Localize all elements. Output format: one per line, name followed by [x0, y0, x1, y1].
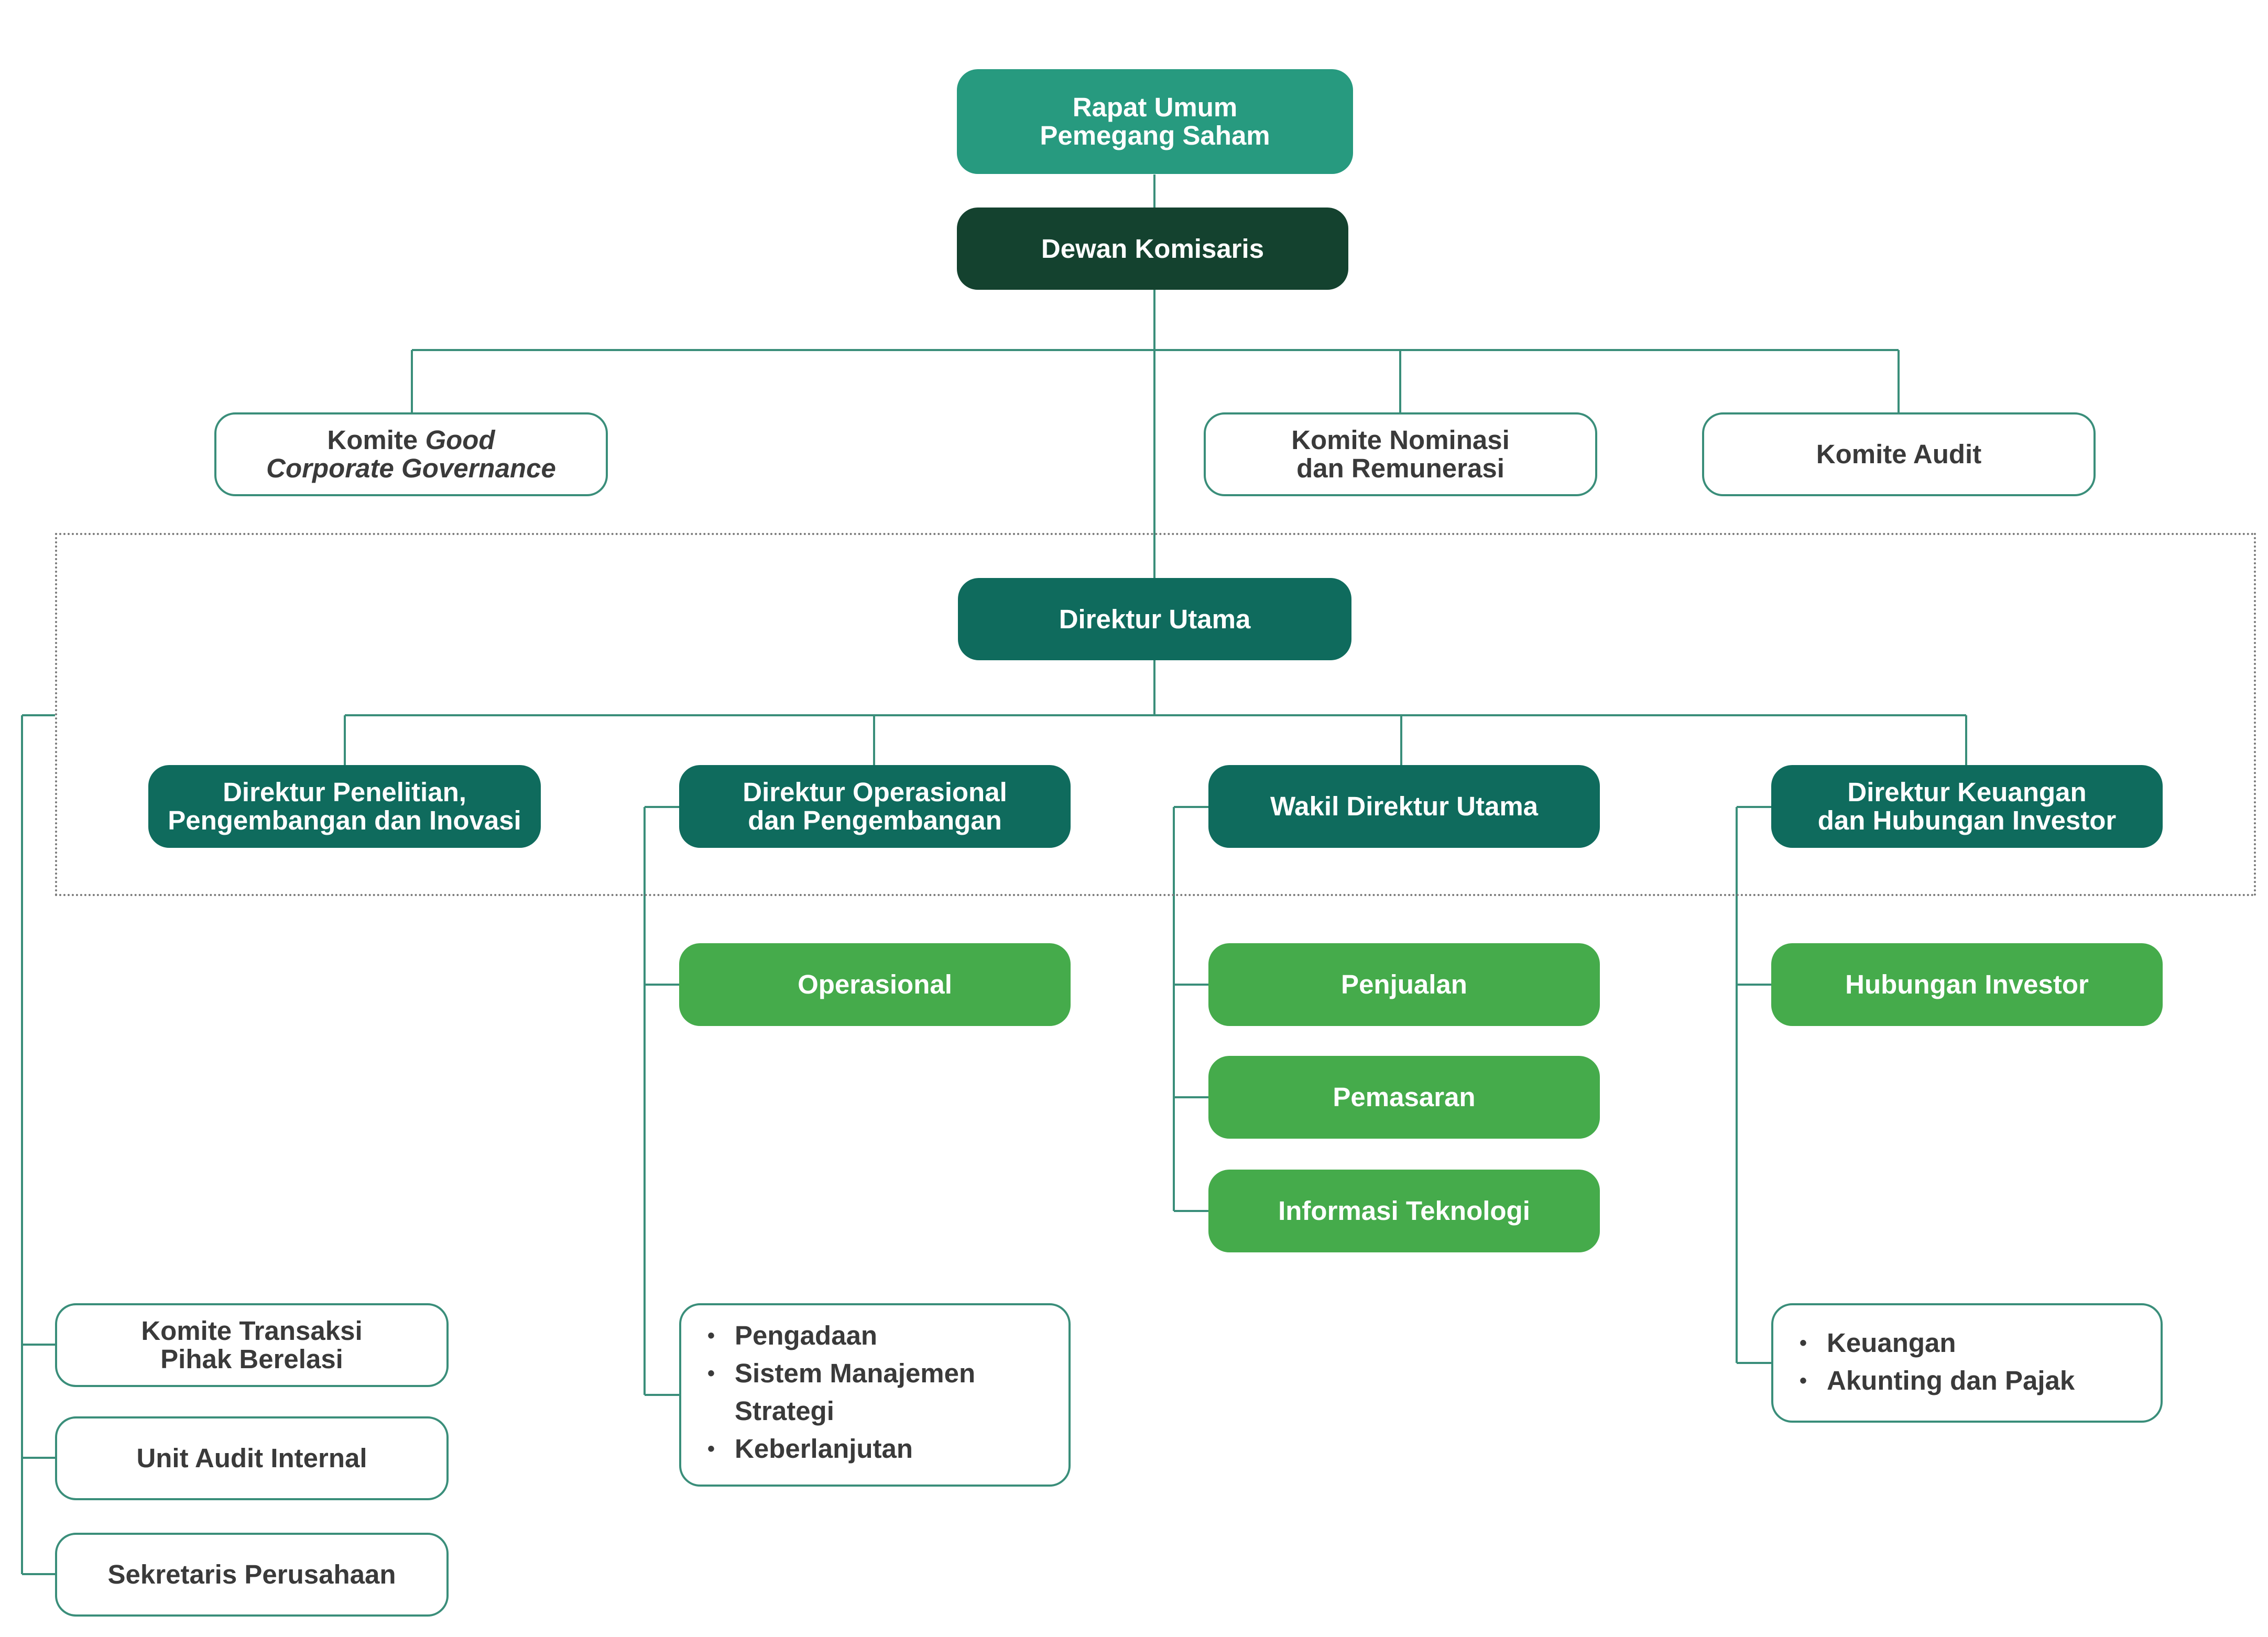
- direktur-utama-box: Direktur Utama: [958, 578, 1351, 660]
- hubungan-investor-label: Hubungan Investor: [1845, 969, 2089, 1000]
- komite-nominasi-box: Komite Nominasi dan Remunerasi: [1204, 412, 1597, 496]
- list-item: Keuangan: [1794, 1324, 2161, 1362]
- pemasaran-box: Pemasaran: [1208, 1056, 1600, 1139]
- direktur-penelitian-line-2: Pengembangan dan Inovasi: [168, 805, 521, 835]
- direktur-keuangan-line-2: dan Hubungan Investor: [1817, 805, 2117, 835]
- operasional-box: Operasional: [679, 943, 1071, 1026]
- direktur-keuangan-line-1: Direktur Keuangan: [1847, 777, 2087, 807]
- direktur-operasional-box: Direktur Operasional dan Pengembangan: [679, 765, 1071, 848]
- komite-transaksi-line-1: Komite Transaksi: [141, 1316, 363, 1346]
- komite-nominasi-line-1: Komite Nominasi: [1291, 425, 1510, 455]
- dewan-komisaris-box: Dewan Komisaris: [957, 208, 1348, 290]
- komite-gcg-italic-1: Good: [425, 425, 495, 455]
- wakil-direktur-utama-label: Wakil Direktur Utama: [1270, 791, 1539, 822]
- komite-audit-box: Komite Audit: [1702, 412, 2096, 496]
- operasional-units-box: Pengadaan Sistem Manajemen Strategi Kebe…: [679, 1303, 1071, 1487]
- list-item: Akunting dan Pajak: [1794, 1362, 2161, 1400]
- keuangan-units-list: Keuangan Akunting dan Pajak: [1794, 1324, 2161, 1400]
- operasional-units-list: Pengadaan Sistem Manajemen Strategi Kebe…: [702, 1317, 1068, 1468]
- sekretaris-perusahaan-label: Sekretaris Perusahaan: [107, 1559, 396, 1590]
- direktur-operasional-line-1: Direktur Operasional: [743, 777, 1007, 807]
- komite-gcg-prefix: Komite: [327, 425, 426, 455]
- komite-transaksi-box: Komite Transaksi Pihak Berelasi: [55, 1303, 449, 1387]
- informasi-teknologi-box: Informasi Teknologi: [1208, 1170, 1600, 1252]
- rups-line-1: Rapat Umum: [1072, 92, 1238, 123]
- sekretaris-perusahaan-box: Sekretaris Perusahaan: [55, 1533, 449, 1617]
- direktur-keuangan-box: Direktur Keuangan dan Hubungan Investor: [1771, 765, 2163, 848]
- komite-transaksi-line-2: Pihak Berelasi: [160, 1344, 343, 1374]
- rups-box: Rapat Umum Pemegang Saham: [957, 69, 1353, 174]
- unit-audit-internal-box: Unit Audit Internal: [55, 1416, 449, 1500]
- komite-gcg-line-1: Komite Good: [327, 426, 495, 454]
- informasi-teknologi-label: Informasi Teknologi: [1278, 1196, 1530, 1226]
- direktur-utama-label: Direktur Utama: [1059, 604, 1251, 634]
- direktur-penelitian-box: Direktur Penelitian, Pengembangan dan In…: [148, 765, 541, 848]
- hubungan-investor-box: Hubungan Investor: [1771, 943, 2163, 1026]
- list-item: Sistem Manajemen: [702, 1355, 1068, 1392]
- dewan-komisaris-label: Dewan Komisaris: [1041, 233, 1264, 264]
- penjualan-label: Penjualan: [1341, 969, 1467, 1000]
- direktur-penelitian-line-1: Direktur Penelitian,: [223, 777, 466, 807]
- unit-audit-internal-label: Unit Audit Internal: [136, 1443, 367, 1474]
- rups-line-2: Pemegang Saham: [1040, 121, 1270, 150]
- komite-nominasi-line-2: dan Remunerasi: [1296, 453, 1504, 483]
- pemasaran-label: Pemasaran: [1333, 1082, 1476, 1112]
- direktur-operasional-line-2: dan Pengembangan: [748, 805, 1002, 835]
- list-item: Pengadaan: [702, 1317, 1068, 1355]
- penjualan-box: Penjualan: [1208, 943, 1600, 1026]
- komite-gcg-line-2: Corporate Governance: [266, 453, 556, 483]
- list-item-continuation: Strategi: [735, 1396, 834, 1426]
- komite-gcg-box: Komite Good Corporate Governance: [214, 412, 608, 496]
- keuangan-units-box: Keuangan Akunting dan Pajak: [1771, 1303, 2163, 1423]
- komite-audit-label: Komite Audit: [1816, 439, 1982, 470]
- operasional-label: Operasional: [798, 969, 952, 1000]
- wakil-direktur-utama-box: Wakil Direktur Utama: [1208, 765, 1600, 848]
- list-item: Keberlanjutan: [702, 1430, 1068, 1468]
- board-of-directors-frame: [55, 533, 2256, 896]
